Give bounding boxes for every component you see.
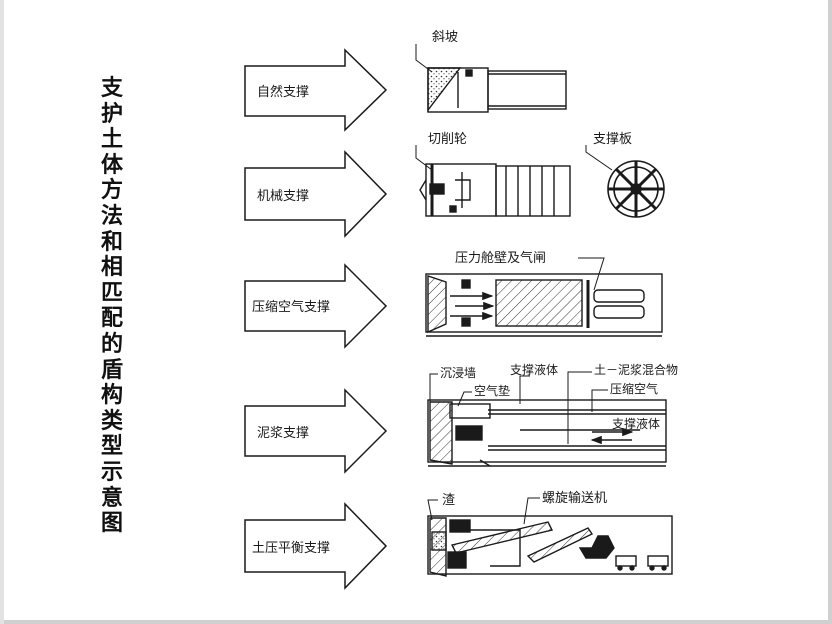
leader-line (519, 375, 530, 404)
leader-line (523, 497, 540, 525)
arrow-shape-earth-pressure (244, 502, 388, 590)
title-char: 意 (100, 485, 123, 511)
arrow-label-natural: 自然支撑 (257, 84, 309, 100)
callout-pressure-bulkhead: 压力舱壁及气闸 (455, 250, 546, 266)
title-char: 盾 (100, 357, 123, 383)
arrow-shape-mechanical (244, 150, 388, 238)
leader-line (585, 145, 613, 171)
leader-line (578, 257, 605, 291)
callout-muck: 渣 (442, 493, 455, 508)
callout-air-cushion: 空气垫 (474, 383, 510, 398)
compressed-air-drawing (425, 273, 663, 337)
callout-screw-conveyor: 螺旋输送机 (542, 490, 607, 506)
title-char: 图 (100, 511, 123, 537)
arrow-label-compressed-air: 压缩空气支撑 (252, 299, 330, 315)
callout-soil-slurry-mix: 土－泥浆混合物 (594, 362, 678, 377)
title-char: 土 (100, 127, 123, 153)
slurry-support-drawing (427, 399, 667, 467)
title-char: 配 (100, 306, 123, 332)
title-char: 构 (100, 383, 123, 409)
title-char: 示 (100, 459, 123, 485)
natural-support-drawing (427, 67, 567, 113)
callout-support-fluid-2: 支撑液体 (612, 416, 660, 431)
arrow-shape-slurry (244, 388, 388, 474)
callout-submerged-wall: 沉浸墙 (440, 366, 476, 380)
arrow-label-mechanical: 机械支撑 (257, 189, 309, 204)
leader-line (591, 389, 608, 412)
title-char: 法 (100, 203, 123, 229)
vertical-title: 支 护 土 体 方 法 和 相 匹 配 的 盾 构 类 型 示 意 图 (95, 76, 129, 537)
earth-pressure-drawing (427, 515, 673, 577)
title-char: 的 (100, 331, 123, 357)
title-char: 支 (100, 76, 123, 101)
leader-line (415, 44, 433, 73)
leader-line (429, 373, 438, 404)
title-char: 和 (100, 229, 123, 255)
title-char: 匹 (100, 280, 123, 306)
leader-line (415, 145, 433, 171)
title-char: 型 (100, 434, 123, 460)
title-char: 方 (100, 178, 123, 204)
callout-cutter-wheel: 切削轮 (428, 132, 467, 147)
title-char: 护 (100, 101, 123, 127)
mechanical-support-drawing (419, 163, 571, 217)
callout-support-plate: 支撑板 (593, 132, 632, 147)
arrow-label-slurry: 泥浆支撑 (257, 426, 309, 441)
arrow-shape-compressed-air (244, 263, 388, 349)
arrow-shape-natural (244, 48, 388, 132)
title-char: 相 (100, 255, 123, 281)
title-char: 类 (100, 408, 123, 434)
support-plate-wheel (607, 160, 665, 218)
callout-compressed-air: 压缩空气 (610, 381, 658, 396)
title-char: 体 (100, 152, 123, 178)
callout-slope: 斜坡 (432, 30, 458, 45)
leader-line (567, 371, 592, 444)
callout-support-fluid: 支撑液体 (510, 362, 558, 377)
leader-line (427, 499, 438, 521)
arrow-label-earth-pressure: 土压平衡支撑 (252, 541, 330, 556)
leader-line (457, 391, 472, 407)
